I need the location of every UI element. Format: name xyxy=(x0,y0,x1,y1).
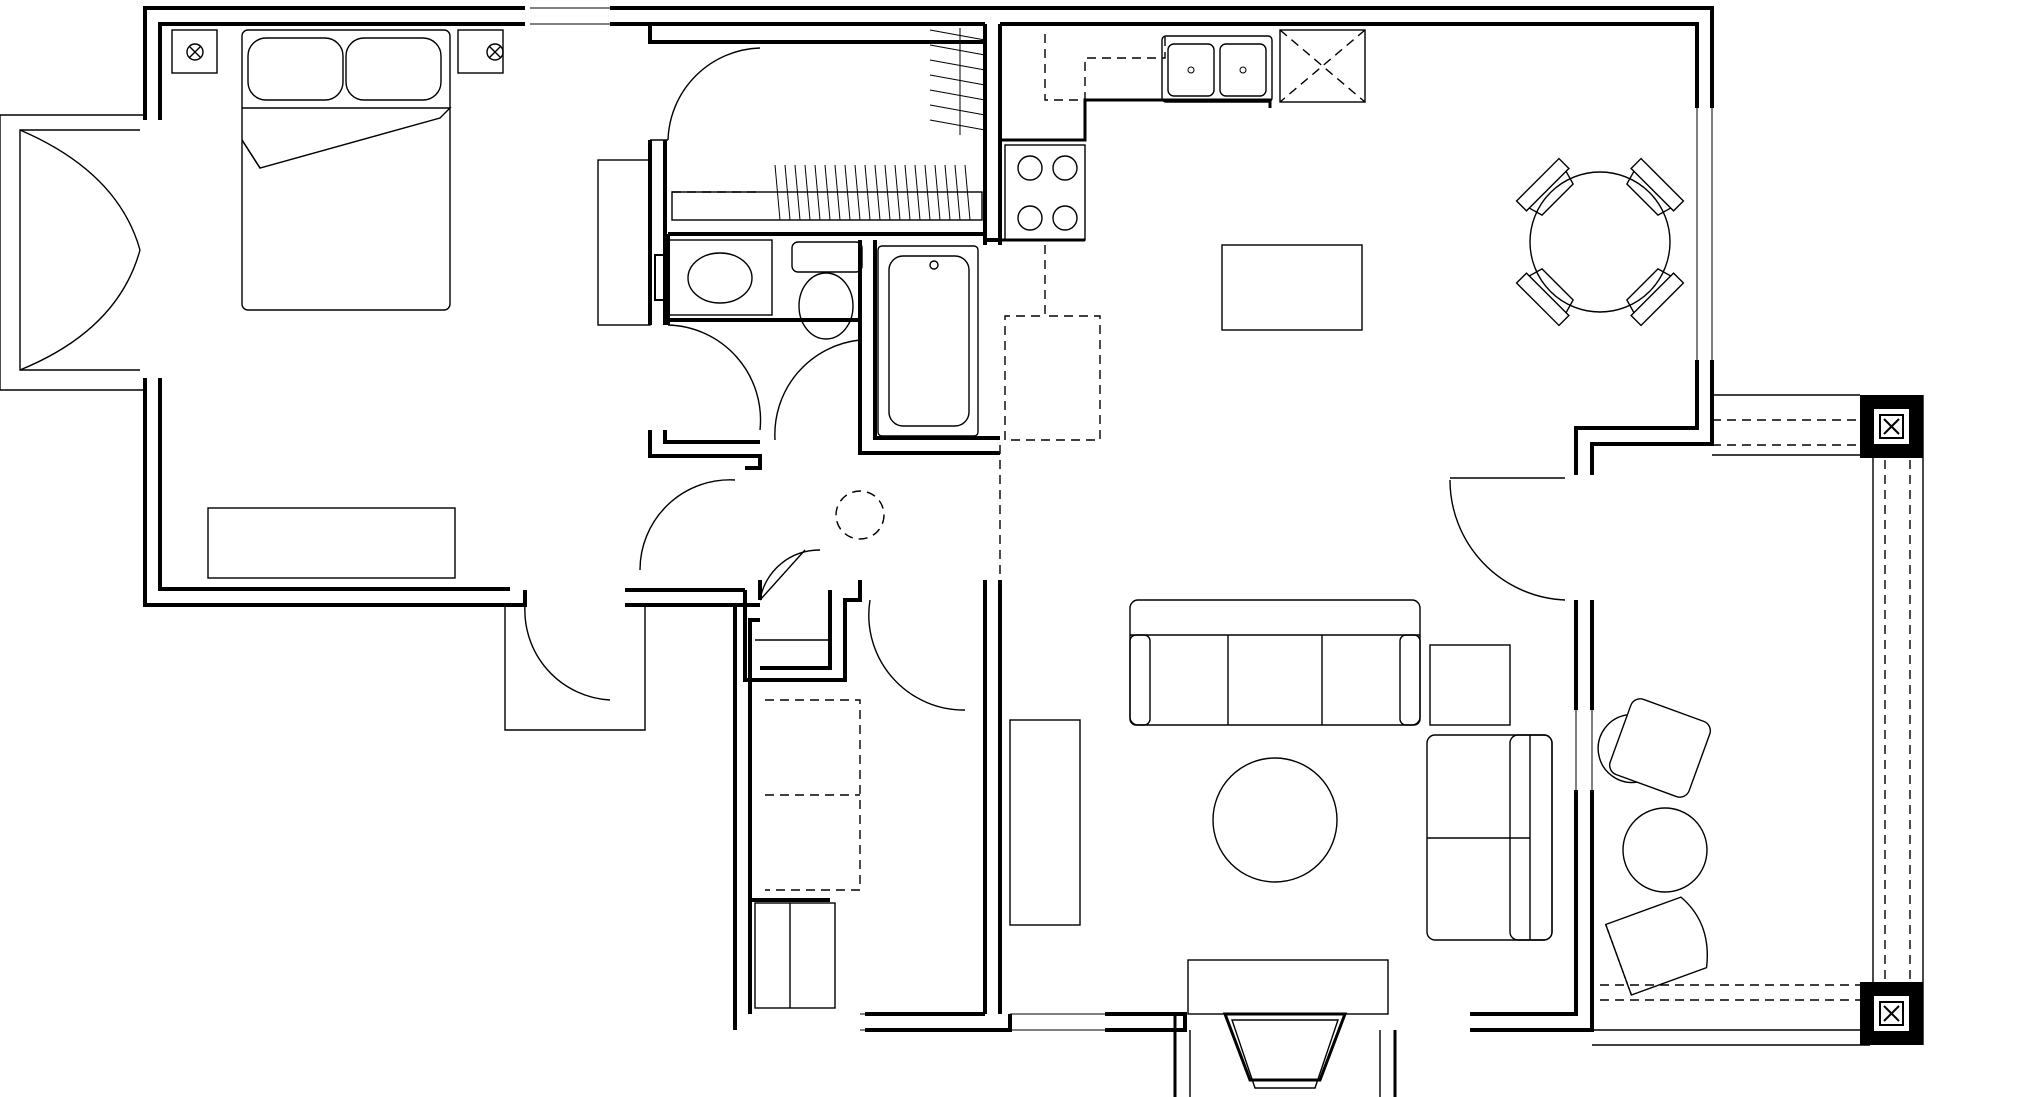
pillow-left xyxy=(247,37,344,101)
dining-chair xyxy=(1515,157,1574,216)
pantry-shelf xyxy=(754,902,836,1009)
porch-chair xyxy=(1597,698,1712,798)
dining-chair xyxy=(1626,268,1685,327)
toilet-icon xyxy=(798,272,854,340)
living xyxy=(1009,599,1553,1097)
kitchen xyxy=(999,29,1366,580)
pillow-right xyxy=(345,37,442,101)
drain-icon xyxy=(929,260,939,270)
hall-closets xyxy=(754,490,885,1009)
dining-chair xyxy=(1626,157,1685,216)
bench xyxy=(207,507,456,579)
exterior-walls xyxy=(143,6,1714,1032)
media-console xyxy=(1009,719,1081,926)
burner-icon xyxy=(1052,205,1078,231)
toilet-tank xyxy=(791,241,863,273)
burner-icon xyxy=(1052,155,1078,181)
interior-walls xyxy=(648,24,1002,1014)
sofa xyxy=(1129,599,1421,726)
kitchen-island xyxy=(1221,244,1363,331)
light-fixture xyxy=(835,490,885,540)
hanging-clothes xyxy=(774,28,986,221)
bathtub xyxy=(877,245,979,437)
dining-table xyxy=(1529,171,1671,313)
bedroom-furniture xyxy=(171,29,651,579)
lamp-right-icon xyxy=(486,43,504,61)
range xyxy=(1004,144,1086,241)
double-sink xyxy=(1161,35,1273,103)
coffee-table xyxy=(1212,757,1338,883)
closet-bath xyxy=(654,28,986,437)
hearth xyxy=(1187,959,1389,1015)
side-table xyxy=(1429,644,1511,726)
dining xyxy=(1515,157,1685,327)
porch-side-table xyxy=(1622,807,1708,893)
dishwasher xyxy=(1279,29,1366,103)
dresser xyxy=(597,159,651,326)
dining-chair xyxy=(1515,268,1574,327)
nightstand-left xyxy=(171,29,218,74)
burner-icon xyxy=(1017,205,1043,231)
bed xyxy=(241,29,451,311)
porch xyxy=(1592,394,1924,1046)
doors xyxy=(0,47,1566,731)
closet-shelf xyxy=(671,191,983,221)
lamp-left-icon xyxy=(186,43,204,61)
vanity xyxy=(667,239,773,316)
burner-icon xyxy=(1017,155,1043,181)
windows xyxy=(144,7,1713,1031)
porch-chair xyxy=(1604,896,1708,996)
sink-icon xyxy=(687,252,753,304)
